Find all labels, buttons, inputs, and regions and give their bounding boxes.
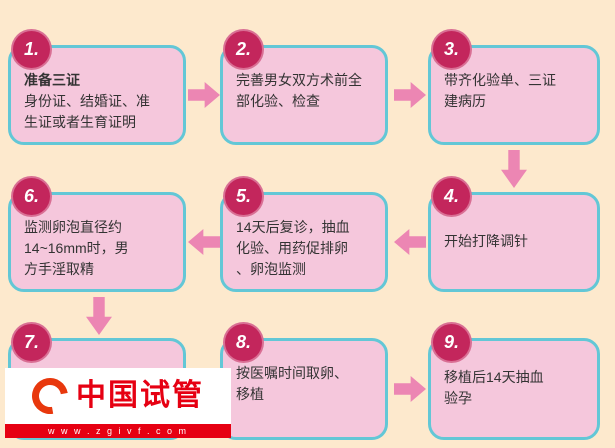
step-4-text: 开始打降调针 [444, 233, 528, 249]
brand-name: 中国试管 [76, 379, 204, 412]
step-9-number: 9. [443, 332, 459, 352]
brand-logo-icon [24, 370, 76, 422]
step-6-box: 6. 监测卵泡直径约 14~16mm时，男 方手淫取精 [8, 178, 186, 292]
step-1-text: 身份证、结婚证、准 生证或者生育证明 [24, 93, 150, 130]
step-5-box: 5. 14天后复诊，抽血 化验、用药促排卵 、卵泡监测 [220, 178, 388, 292]
step-7-number: 7. [23, 332, 39, 352]
step-4-number-badge: 4. [433, 178, 470, 215]
arrow-right-icon [394, 376, 426, 402]
step-9-box: 9. 移植后14天抽血 验孕 [428, 324, 600, 440]
arrow-down-icon [86, 297, 112, 335]
step-9-text: 移植后14天抽血 验孕 [444, 369, 544, 406]
brand-url: w w w . z g i v f . c o m [5, 424, 231, 438]
step-1-number-badge: 1. [13, 31, 50, 68]
arrow-left-icon [394, 229, 426, 255]
step-9-number-badge: 9. [433, 324, 470, 361]
step-4-number: 4. [443, 186, 459, 206]
step-5-number: 5. [235, 186, 251, 206]
step-1-number: 1. [23, 39, 39, 59]
arrow-right-icon [394, 82, 426, 108]
step-3-text: 带齐化验单、三证 建病历 [444, 72, 556, 109]
step-2-number: 2. [235, 39, 251, 59]
step-2-number-badge: 2. [225, 31, 262, 68]
step-6-number-badge: 6. [13, 178, 50, 215]
step-3-number: 3. [443, 39, 459, 59]
watermark: 中国试管 w w w . z g i v f . c o m [5, 368, 231, 438]
step-8-number-badge: 8. [225, 324, 262, 361]
arrow-down-icon [501, 150, 527, 188]
step-4-box: 4. 开始打降调针 [428, 178, 600, 292]
step-1-box: 1. 准备三证 身份证、结婚证、准 生证或者生育证明 [8, 31, 186, 145]
step-8-number: 8. [235, 332, 251, 352]
step-8-text: 按医嘱时间取卵、 移植 [236, 365, 348, 402]
step-2-box: 2. 完善男女双方术前全 部化验、检查 [220, 31, 388, 145]
step-7-number-badge: 7. [13, 324, 50, 361]
step-2-text: 完善男女双方术前全 部化验、检查 [236, 72, 362, 109]
step-3-box: 3. 带齐化验单、三证 建病历 [428, 31, 600, 145]
arrow-left-icon [188, 229, 220, 255]
step-8-box: 8. 按医嘱时间取卵、 移植 [220, 324, 388, 440]
step-6-number: 6. [23, 186, 39, 206]
step-5-number-badge: 5. [225, 178, 262, 215]
step-3-number-badge: 3. [433, 31, 470, 68]
step-1-title: 准备三证 [24, 72, 80, 88]
arrow-right-icon [188, 82, 220, 108]
step-5-text: 14天后复诊，抽血 化验、用药促排卵 、卵泡监测 [236, 219, 350, 277]
step-6-text: 监测卵泡直径约 14~16mm时，男 方手淫取精 [24, 219, 129, 277]
